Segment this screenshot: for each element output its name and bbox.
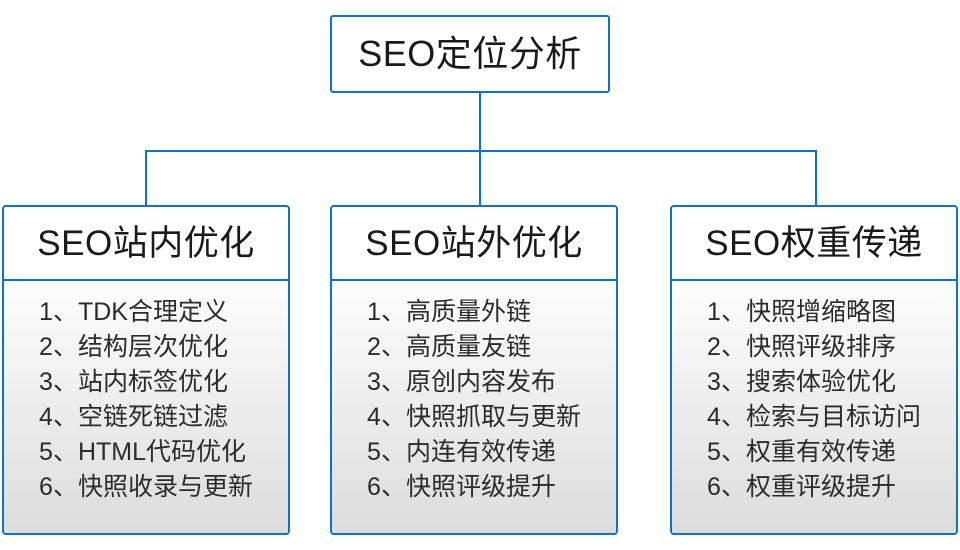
root-node-label: SEO定位分析	[358, 33, 582, 74]
branch-card-3-item-list: 1、快照增缩略图 2、快照评级排序 3、搜索体验优化 4、检索与目标访问 5、权…	[707, 295, 921, 505]
list-item: 3、原创内容发布	[367, 368, 556, 396]
list-item: 4、空链死链过滤	[39, 403, 228, 431]
list-item: 4、检索与目标访问	[707, 403, 921, 431]
branch-card-1-header: SEO站内优化	[4, 207, 288, 281]
branch-card-1-title: SEO站内优化	[37, 223, 255, 263]
list-item: 6、权重评级提升	[707, 473, 896, 501]
list-item: 4、快照抓取与更新	[367, 403, 581, 431]
connector-branch-2-vertical	[479, 150, 481, 206]
branch-card-3: SEO权重传递 1、快照增缩略图 2、快照评级排序 3、搜索体验优化 4、检索与…	[670, 205, 958, 535]
branch-card-3-body: 1、快照增缩略图 2、快照评级排序 3、搜索体验优化 4、检索与目标访问 5、权…	[672, 281, 956, 533]
list-item: 5、内连有效传递	[367, 438, 556, 466]
list-item: 2、快照评级排序	[707, 333, 896, 361]
list-item: 2、结构层次优化	[39, 333, 228, 361]
connector-branch-1-vertical	[145, 150, 147, 206]
list-item: 3、搜索体验优化	[707, 368, 896, 396]
branch-card-2-item-list: 1、高质量外链 2、高质量友链 3、原创内容发布 4、快照抓取与更新 5、内连有…	[367, 295, 581, 505]
list-item: 5、权重有效传递	[707, 438, 896, 466]
branch-card-1-body: 1、TDK合理定义 2、结构层次优化 3、站内标签优化 4、空链死链过滤 5、H…	[4, 281, 288, 533]
branch-card-3-title: SEO权重传递	[705, 223, 923, 263]
root-node: SEO定位分析	[330, 15, 610, 93]
list-item: 3、站内标签优化	[39, 368, 228, 396]
list-item: 1、高质量外链	[367, 298, 531, 326]
list-item: 6、快照评级提升	[367, 473, 556, 501]
list-item: 2、高质量友链	[367, 333, 531, 361]
branch-card-3-header: SEO权重传递	[672, 207, 956, 281]
branch-card-2: SEO站外优化 1、高质量外链 2、高质量友链 3、原创内容发布 4、快照抓取与…	[330, 205, 618, 535]
branch-card-2-header: SEO站外优化	[332, 207, 616, 281]
list-item: 5、HTML代码优化	[39, 438, 247, 466]
branch-card-1-item-list: 1、TDK合理定义 2、结构层次优化 3、站内标签优化 4、空链死链过滤 5、H…	[39, 295, 253, 505]
list-item: 6、快照收录与更新	[39, 473, 253, 501]
branch-card-2-body: 1、高质量外链 2、高质量友链 3、原创内容发布 4、快照抓取与更新 5、内连有…	[332, 281, 616, 533]
connector-branch-3-vertical	[815, 150, 817, 206]
branch-card-2-title: SEO站外优化	[365, 223, 583, 263]
list-item: 1、快照增缩略图	[707, 298, 896, 326]
branch-card-1: SEO站内优化 1、TDK合理定义 2、结构层次优化 3、站内标签优化 4、空链…	[2, 205, 290, 535]
connector-horizontal-bus	[145, 150, 817, 152]
list-item: 1、TDK合理定义	[39, 298, 228, 326]
connector-root-vertical	[479, 93, 481, 151]
